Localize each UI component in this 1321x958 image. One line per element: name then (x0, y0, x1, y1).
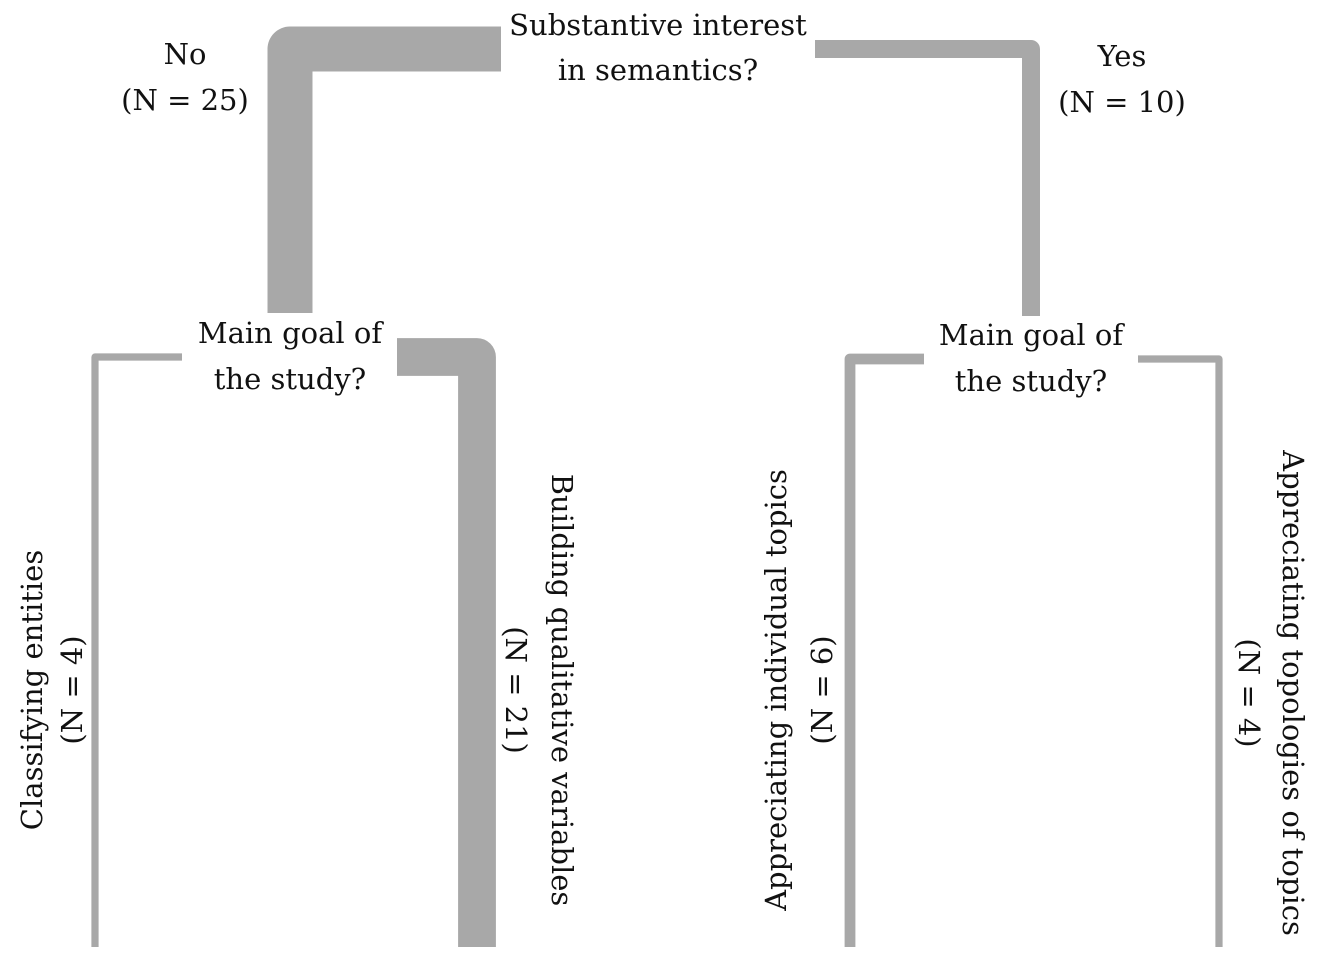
edge-no-to-building-qualitative-variables (397, 338, 496, 947)
no-branch-count: (N = 25) (121, 83, 249, 117)
leaf-appreciating-individual-topics-count: (N = 6) (805, 635, 839, 744)
leaf-building-qualitative-variables-label: Building qualitative variables (545, 474, 579, 907)
no-node-question-line-1: Main goal of (198, 316, 384, 350)
no-node-question-line-2: the study? (214, 362, 366, 396)
edge-yes-to-appreciating-topologies (1138, 355, 1223, 947)
root-question-line-1: Substantive interest (509, 8, 807, 42)
leaf-appreciating-topologies-count: (N = 4) (1232, 638, 1266, 747)
leaf-building-qualitative-variables-count: (N = 21) (499, 626, 533, 754)
edge-yes-to-appreciating-individual-topics (844, 353, 924, 947)
yes-branch-count: (N = 10) (1058, 85, 1186, 119)
leaf-appreciating-individual-topics-label: Appreciating individual topics (759, 469, 793, 912)
leaf-classifying-entities-count: (N = 4) (55, 635, 89, 744)
root-question-line-2: in semantics? (558, 53, 758, 87)
no-branch-answer: No (164, 37, 207, 71)
edge-root-to-yes-branch (815, 40, 1040, 316)
yes-node-question-line-2: the study? (955, 364, 1107, 398)
leaf-classifying-entities-label: Classifying entities (15, 550, 49, 830)
edge-no-to-classifying-entities (91, 353, 182, 947)
leaf-appreciating-topologies-label: Appreciating topologies of topics (1276, 449, 1310, 936)
edge-root-to-no-branch (267, 26, 501, 313)
yes-node-question-line-1: Main goal of (939, 318, 1125, 352)
yes-branch-answer: Yes (1097, 39, 1147, 73)
